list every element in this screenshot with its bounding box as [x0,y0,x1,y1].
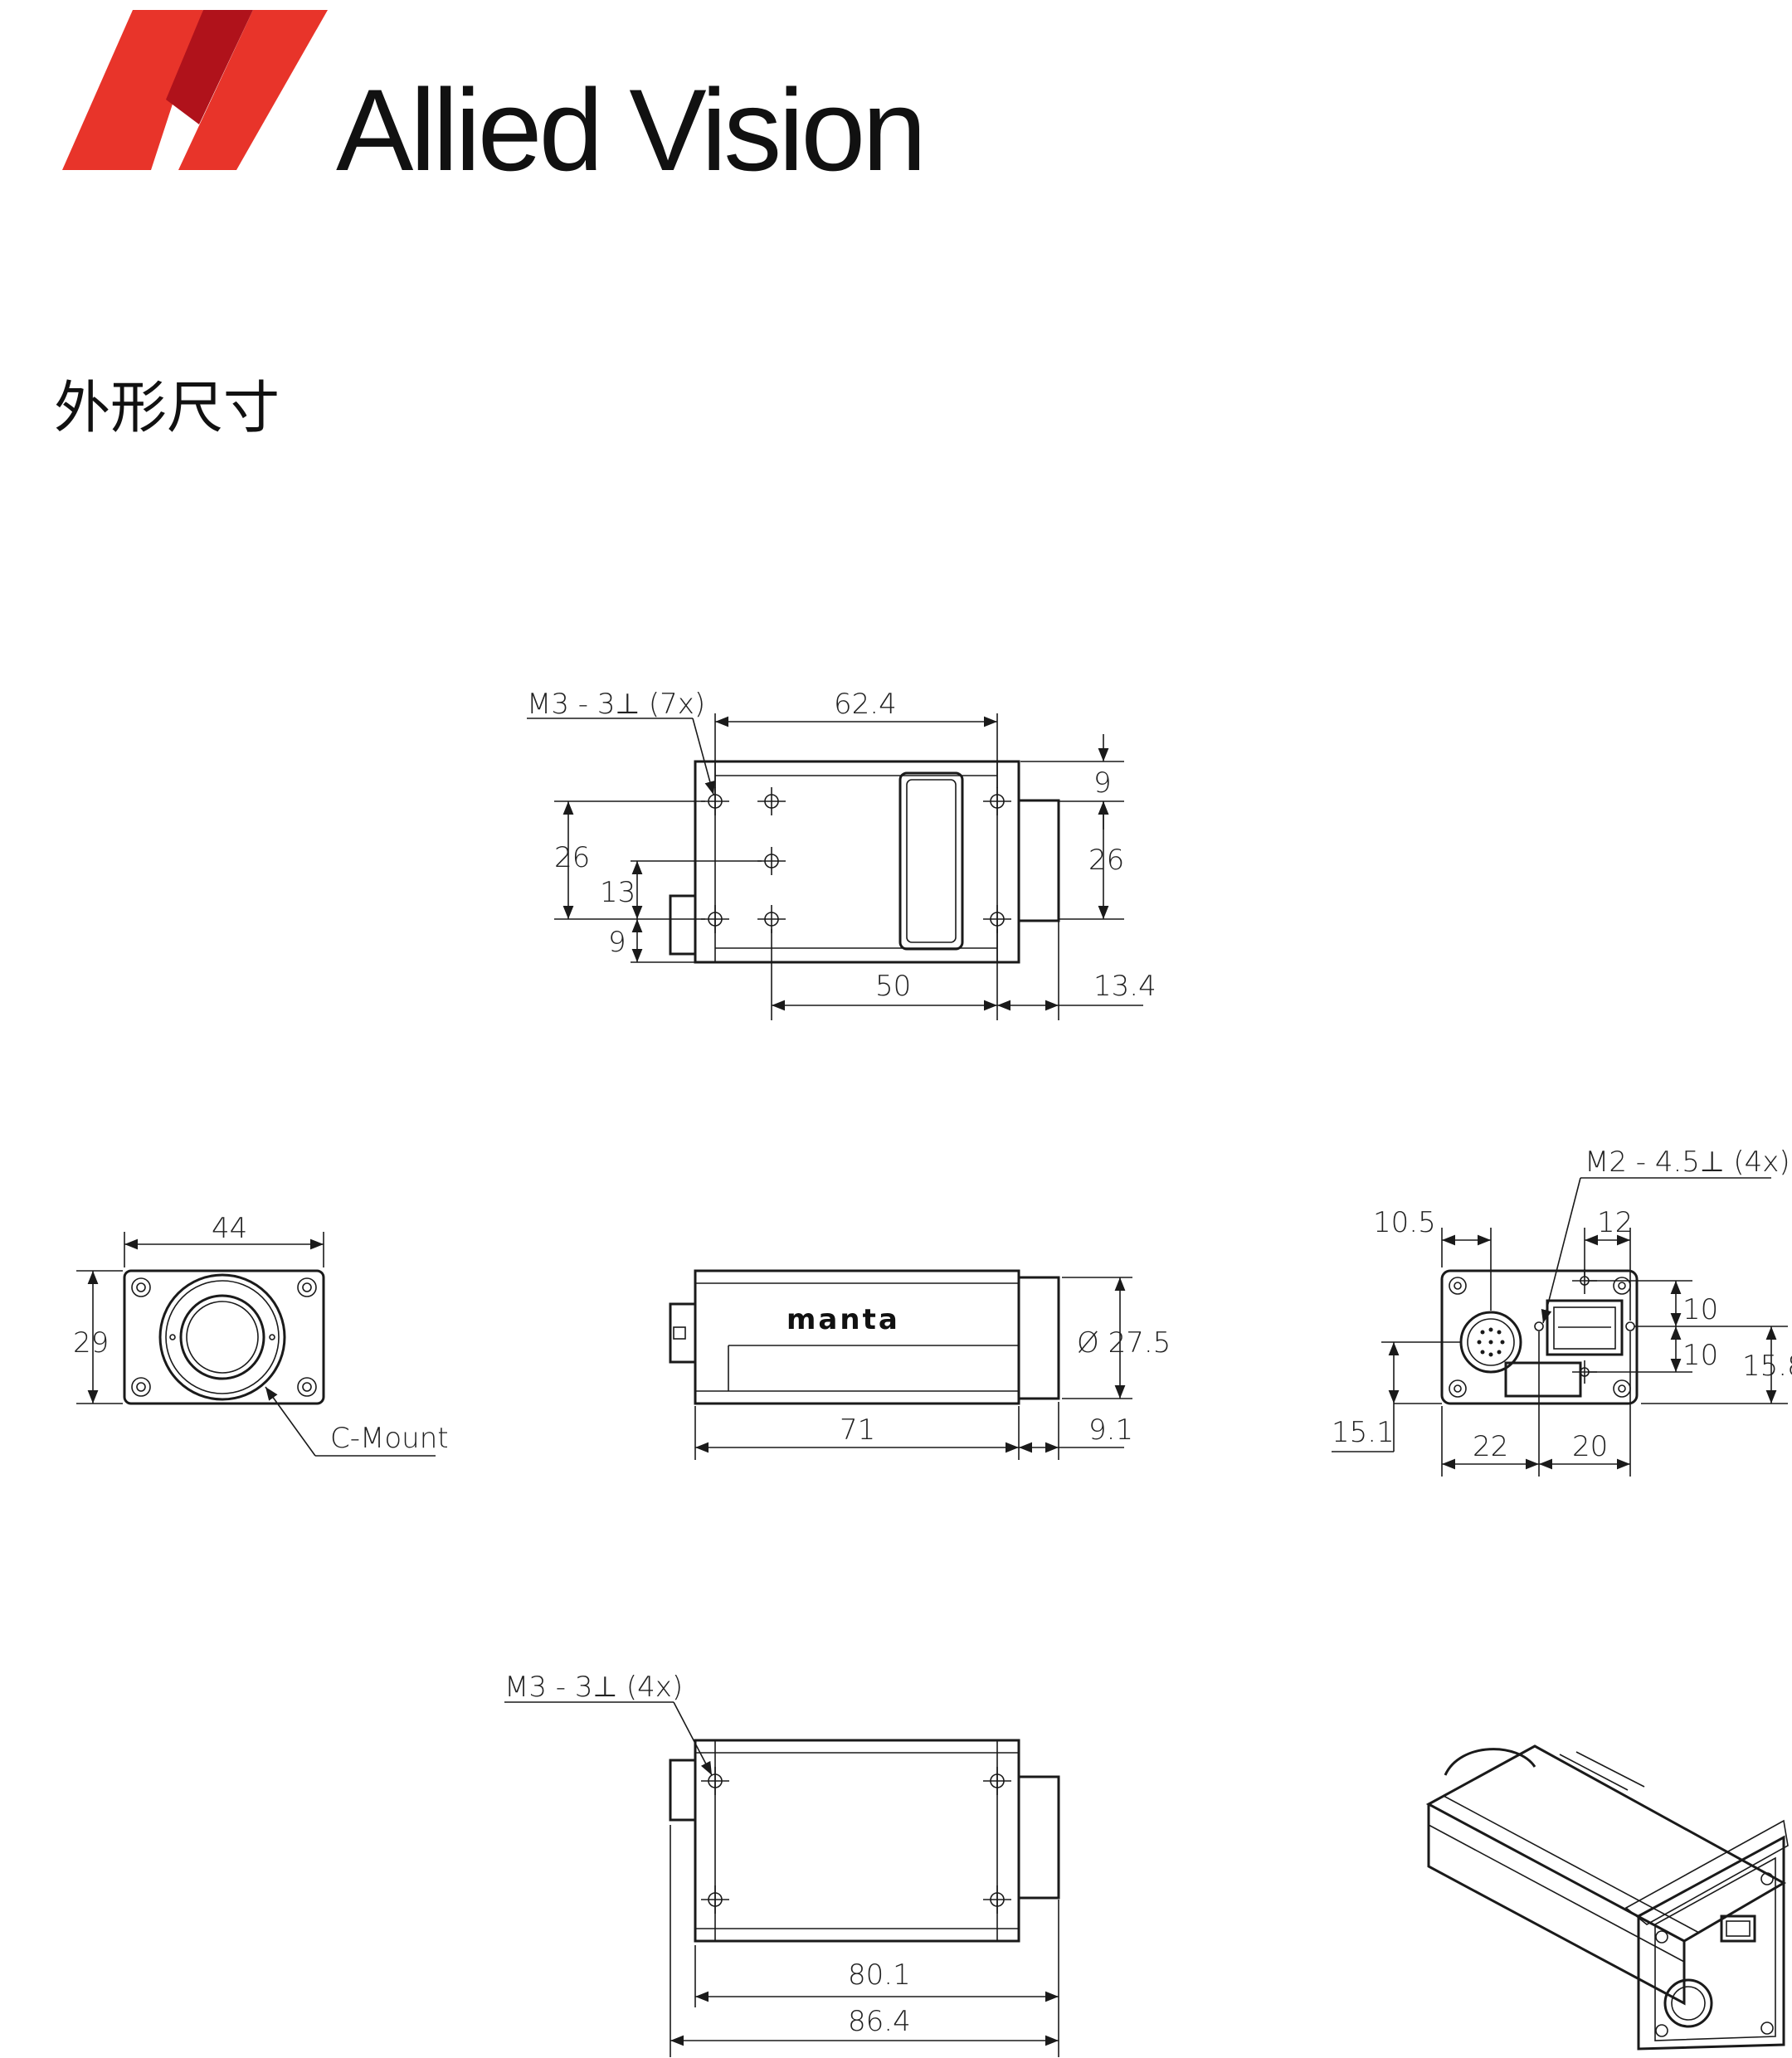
dim-26-left: 26 [554,841,590,874]
dim-26-right: 26 [1088,844,1124,877]
dim-50: 50 [875,970,911,1003]
dim-15-1: 15.1 [1332,1416,1395,1449]
dim-20: 20 [1572,1430,1608,1463]
logo-mark-fold [166,10,253,124]
dim-86-4: 86.4 [848,2005,911,2038]
dim-80-1: 80.1 [848,1958,911,1992]
rear-view: M2 - 4.5⊥ (4x) 10.5 12 10 10 15.8 15.1 2… [1332,1146,1792,1477]
bottom-view: M3 - 3⊥ (4x) 80.1 86.4 [504,1671,1060,2057]
dim-29: 29 [73,1326,109,1360]
dim-12: 12 [1597,1206,1633,1239]
dim-diameter: Ø 27.5 [1077,1326,1171,1360]
bottom-thread-note: M3 - 3⊥ (4x) [504,1671,683,1704]
isometric-view [1425,1744,1789,2051]
side-logo: manta [786,1303,900,1336]
front-view: 44 29 C-Mount [73,1212,449,1457]
page-heading: 外形尺寸 [54,376,280,441]
dim-15-8: 15.8 [1742,1350,1792,1383]
dim-9-right: 9 [1093,766,1112,800]
top-thread-note: M3 - 3⊥ (7x) [527,688,705,721]
dim-62-4: 62.4 [834,688,897,721]
mount-label: C-Mount [330,1422,449,1455]
brand-name: Allied Vision [336,65,923,195]
dim-13-4: 13.4 [1093,970,1157,1003]
dim-10-5: 10.5 [1373,1206,1436,1239]
dim-22: 22 [1473,1430,1508,1463]
dim-71: 71 [840,1413,875,1447]
side-view: manta Ø 27.5 71 9.1 [669,1269,1171,1460]
top-view: M3 - 3⊥ (7x) 62.4 26 13 9 50 13.4 9 26 [527,688,1157,1020]
dim-10-bot: 10 [1682,1339,1718,1372]
rear-thread-note: M2 - 4.5⊥ (4x) [1585,1146,1790,1179]
dim-10-top: 10 [1682,1293,1718,1326]
dim-13: 13 [600,876,635,909]
dim-9-1: 9.1 [1088,1413,1133,1447]
logo-mark-right [178,10,328,170]
allied-vision-logo: Allied Vision [62,10,927,195]
dim-44: 44 [212,1212,247,1245]
dim-9-left: 9 [608,926,626,959]
logo-mark-left [62,10,203,170]
